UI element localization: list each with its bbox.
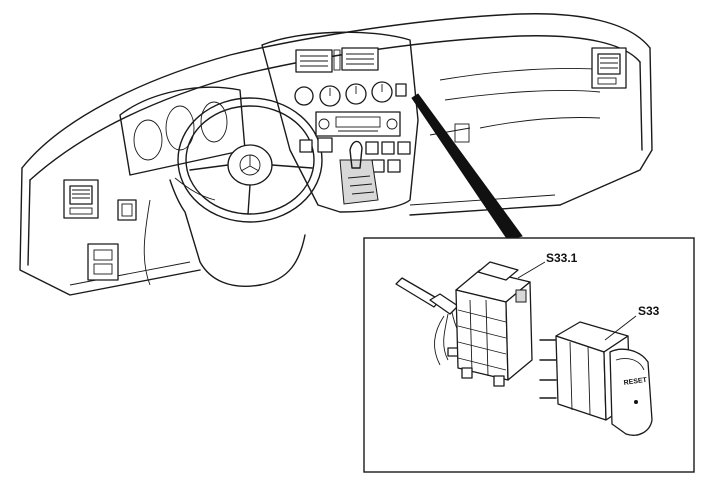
callout-line-s33-1 <box>517 261 546 279</box>
relay-connector-s33-1 <box>455 261 533 387</box>
left-small-switch <box>117 199 137 221</box>
left-lower-switches <box>87 243 119 281</box>
callout-line-s33 <box>604 315 637 341</box>
steering-column <box>143 177 306 287</box>
callout-s33: S33 <box>638 304 660 318</box>
leader-arrow <box>411 93 523 241</box>
reset-switch-s33: RESET <box>539 321 653 436</box>
detail-inset: RESET S33.1 S33 <box>363 237 695 473</box>
switch-face-label: RESET <box>623 377 648 387</box>
center-console <box>261 31 419 213</box>
instrument-cluster <box>119 86 246 176</box>
steering-wheel <box>177 97 323 223</box>
right-air-vent <box>591 47 627 89</box>
callout-s33-1: S33.1 <box>546 251 578 265</box>
left-air-vent <box>63 179 99 219</box>
